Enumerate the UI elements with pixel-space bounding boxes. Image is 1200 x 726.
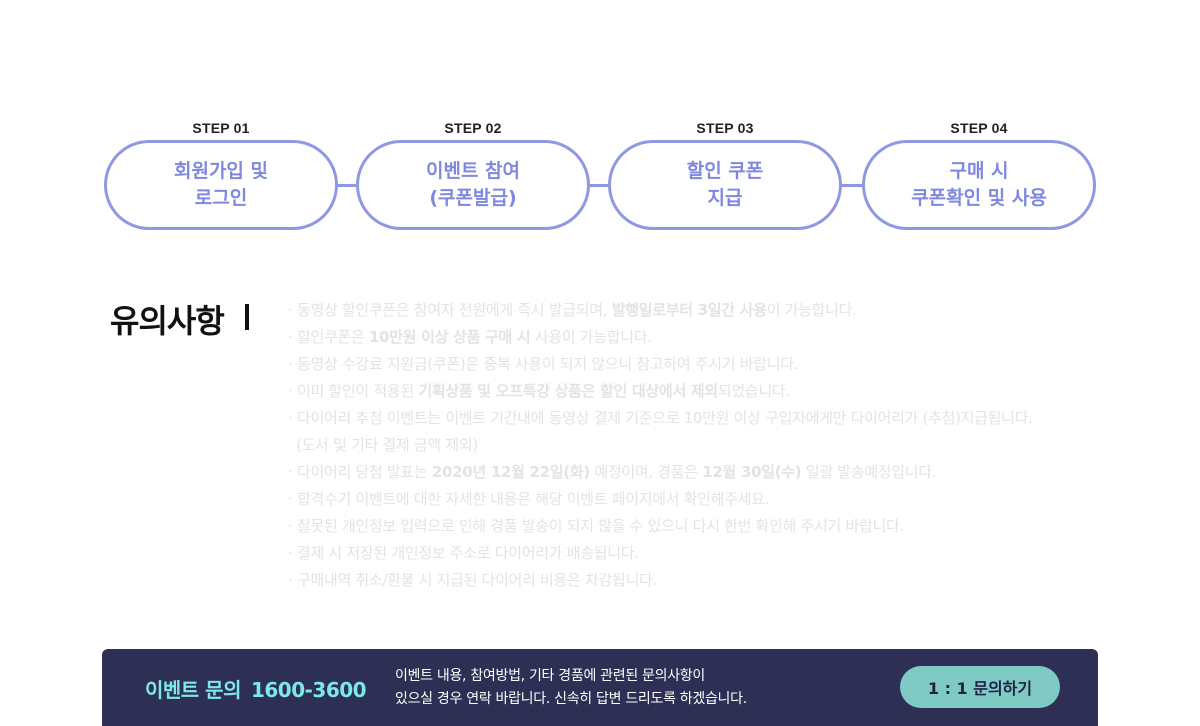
- one-on-one-inquiry-button[interactable]: 1 : 1 문의하기: [900, 666, 1060, 708]
- step-pill: 이벤트 참여 (쿠폰발급): [356, 140, 590, 230]
- step-connector: [842, 184, 862, 187]
- step-connector: [338, 184, 356, 187]
- inquiry-label: 이벤트 문의: [145, 678, 241, 702]
- inquiry-description: 이벤트 내용, 참여방법, 기타 경품에 관련된 문의사항이 있으실 경우 연락…: [395, 668, 747, 707]
- step-connector: [590, 184, 608, 187]
- step-text: 쿠폰확인 및 사용: [911, 187, 1047, 209]
- notice-title: 유의사항: [110, 302, 225, 340]
- notice-item: · 합격수기 이벤트에 대한 자세한 내용은 해당 이벤트 페이지에서 확인해주…: [288, 490, 770, 508]
- step-text: 구매 시: [949, 160, 1009, 182]
- step-pill: 할인 쿠폰 지급: [608, 140, 842, 230]
- step-pill: 회원가입 및 로그인: [104, 140, 338, 230]
- step-label: STEP 02: [444, 120, 502, 136]
- notice-list: · 동영상 할인쿠폰은 참여자 전원에게 즉시 발급되며, 발행일로부터 3일간…: [288, 297, 1108, 594]
- inquiry-title: 이벤트 문의 1600-3600: [145, 674, 367, 703]
- notice-item: · 이미 할인이 적용된 기획상품 및 오프특강 상품은 할인 대상에서 제외되…: [288, 382, 790, 400]
- notice-item: · 결제 시 저장된 개인정보 주소로 다이어리가 배송됩니다.: [288, 544, 639, 562]
- step-3: STEP 03 할인 쿠폰 지급: [608, 118, 842, 230]
- step-1: STEP 01 회원가입 및 로그인: [104, 118, 338, 230]
- notice-item: · 다이어리 당첨 발표는 2020년 12월 22일(화) 예정이며, 경품은…: [288, 463, 937, 481]
- inquiry-footer: 이벤트 문의 1600-3600 이벤트 내용, 참여방법, 기타 경품에 관련된…: [102, 649, 1098, 726]
- step-label: STEP 04: [950, 120, 1008, 136]
- step-text: 지급: [707, 187, 743, 209]
- notice-item: · 동영상 할인쿠폰은 참여자 전원에게 즉시 발급되며, 발행일로부터 3일간…: [288, 301, 857, 319]
- step-text: 할인 쿠폰: [686, 160, 764, 182]
- step-text: (쿠폰발급): [429, 187, 517, 209]
- step-label: STEP 01: [192, 120, 250, 136]
- step-text: 이벤트 참여: [425, 160, 520, 182]
- step-4: STEP 04 구매 시 쿠폰확인 및 사용: [862, 118, 1096, 230]
- step-text: 회원가입 및: [173, 160, 268, 182]
- notice-item: · 다이어리 추첨 이벤트는 이벤트 기간내에 동영상 결제 기준으로 10만원…: [288, 409, 1033, 454]
- notice-item: · 동영상 수강료 지원금(쿠폰)은 중복 사용이 되지 않으니 참고하여 주시…: [288, 355, 799, 373]
- notice-item: · 구매내역 취소/환불 시 지급된 다이어리 비용은 차감됩니다.: [288, 571, 657, 589]
- notice-item: · 할인쿠폰은 10만원 이상 상품 구매 시 사용이 가능합니다.: [288, 328, 652, 346]
- step-text: 로그인: [194, 187, 248, 209]
- step-label: STEP 03: [696, 120, 754, 136]
- step-2: STEP 02 이벤트 참여 (쿠폰발급): [356, 118, 590, 230]
- notice-item: · 잘못된 개인정보 입력으로 인해 경품 발송이 되지 않을 수 있으니 다시…: [288, 517, 904, 535]
- event-steps: STEP 01 회원가입 및 로그인 STEP 02 이벤트 참여 (쿠폰발급)…: [104, 118, 1096, 232]
- inquiry-phone: 1600-3600: [250, 678, 367, 702]
- step-pill: 구매 시 쿠폰확인 및 사용: [862, 140, 1096, 230]
- notice-divider: [245, 304, 249, 330]
